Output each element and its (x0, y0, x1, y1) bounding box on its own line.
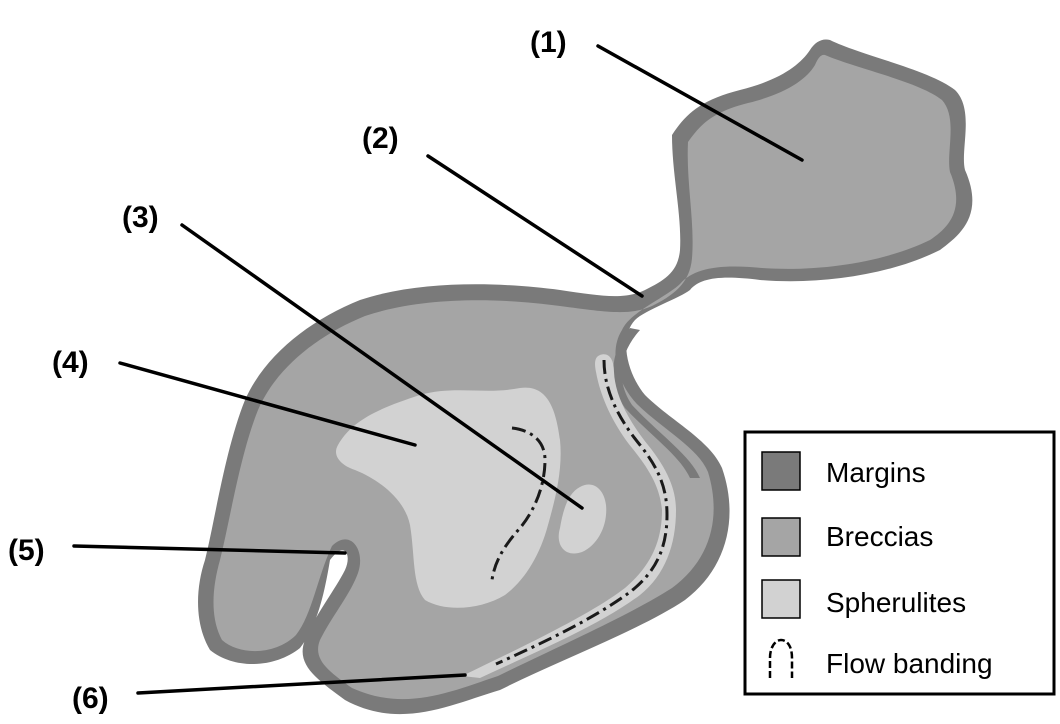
legend-swatch-margins (762, 452, 800, 490)
legend-swatch-breccias (762, 518, 800, 556)
leader-2 (428, 156, 642, 296)
legend-label-breccias: Breccias (826, 521, 933, 552)
label-1: (1) (530, 26, 567, 59)
legend-label-spherulites: Spherulites (826, 587, 966, 618)
label-3: (3) (122, 201, 159, 234)
label-6: (6) (72, 682, 109, 715)
legend: Margins Breccias Spherulites Flow bandin… (745, 432, 1054, 694)
legend-label-margins: Margins (826, 457, 926, 488)
label-4: (4) (52, 346, 89, 379)
label-5: (5) (8, 534, 45, 567)
legend-label-flow-banding: Flow banding (826, 648, 993, 679)
legend-swatch-spherulites (762, 580, 800, 618)
label-2: (2) (362, 122, 399, 155)
